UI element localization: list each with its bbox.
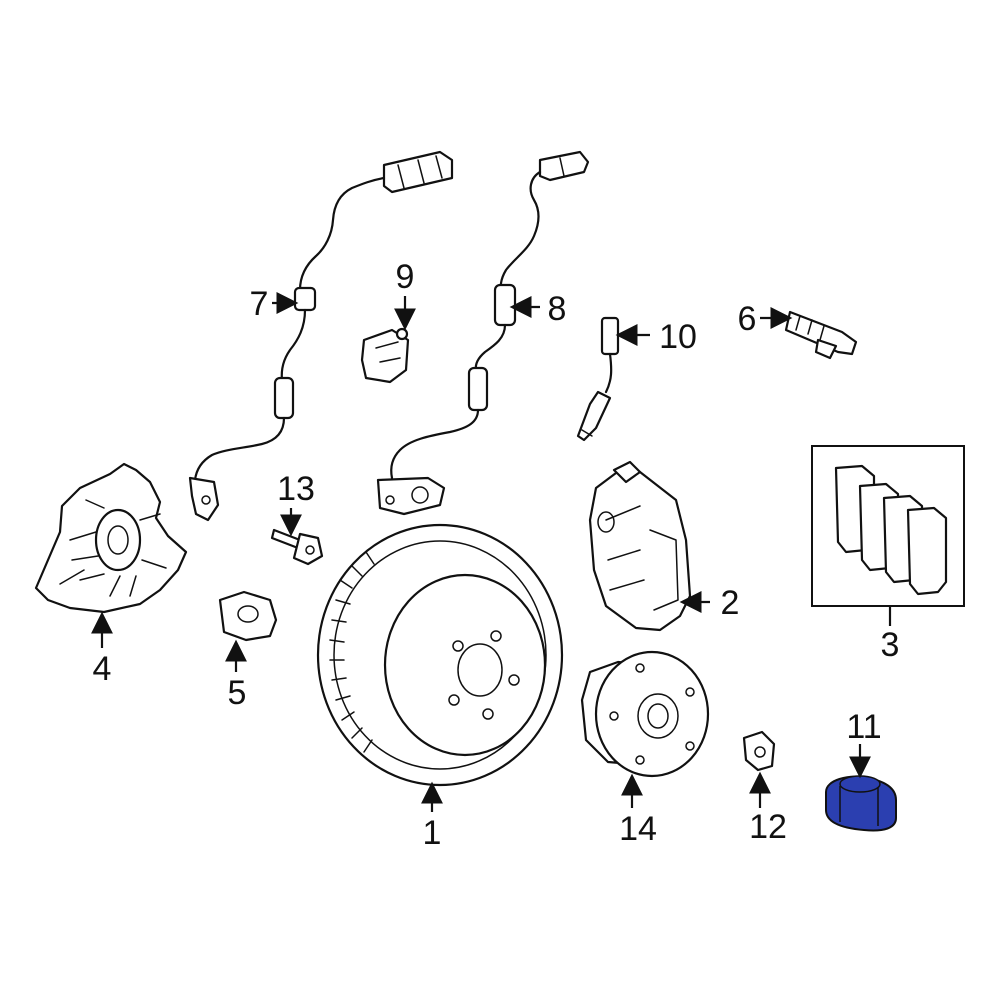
wear-sensor-6[interactable]: [784, 310, 858, 360]
callout-4: 4: [93, 650, 112, 688]
callout-3: 3: [881, 626, 900, 664]
callout-14: 14: [619, 810, 657, 848]
brake-hose-10[interactable]: [576, 316, 620, 442]
callout-12: 12: [749, 808, 787, 846]
splash-shield-4[interactable]: [34, 462, 188, 614]
dust-cap-11[interactable]: [825, 775, 897, 832]
callout-arrows: [91, 292, 892, 812]
callout-5: 5: [228, 674, 247, 712]
callout-7: 7: [250, 285, 269, 323]
brake-caliper-2[interactable]: [588, 460, 692, 632]
callout-13: 13: [277, 470, 315, 508]
sensor-bracket-9[interactable]: [360, 327, 410, 384]
callout-2: 2: [721, 584, 740, 622]
wear-sensor-cable-8[interactable]: [376, 150, 590, 516]
callout-10: 10: [659, 318, 697, 356]
bushing-5[interactable]: [218, 590, 278, 642]
clip-12[interactable]: [742, 730, 776, 772]
callout-1: 1: [423, 814, 442, 852]
brake-pad-set-3[interactable]: [811, 445, 965, 607]
callout-8: 8: [548, 290, 567, 328]
callout-11: 11: [846, 708, 881, 746]
bolt-13[interactable]: [270, 528, 324, 566]
brake-rotor-1[interactable]: [316, 523, 564, 787]
callout-6: 6: [738, 300, 757, 338]
callout-9: 9: [396, 258, 415, 296]
wear-sensor-cable-7[interactable]: [188, 150, 454, 522]
wheel-hub-14[interactable]: [580, 650, 710, 778]
